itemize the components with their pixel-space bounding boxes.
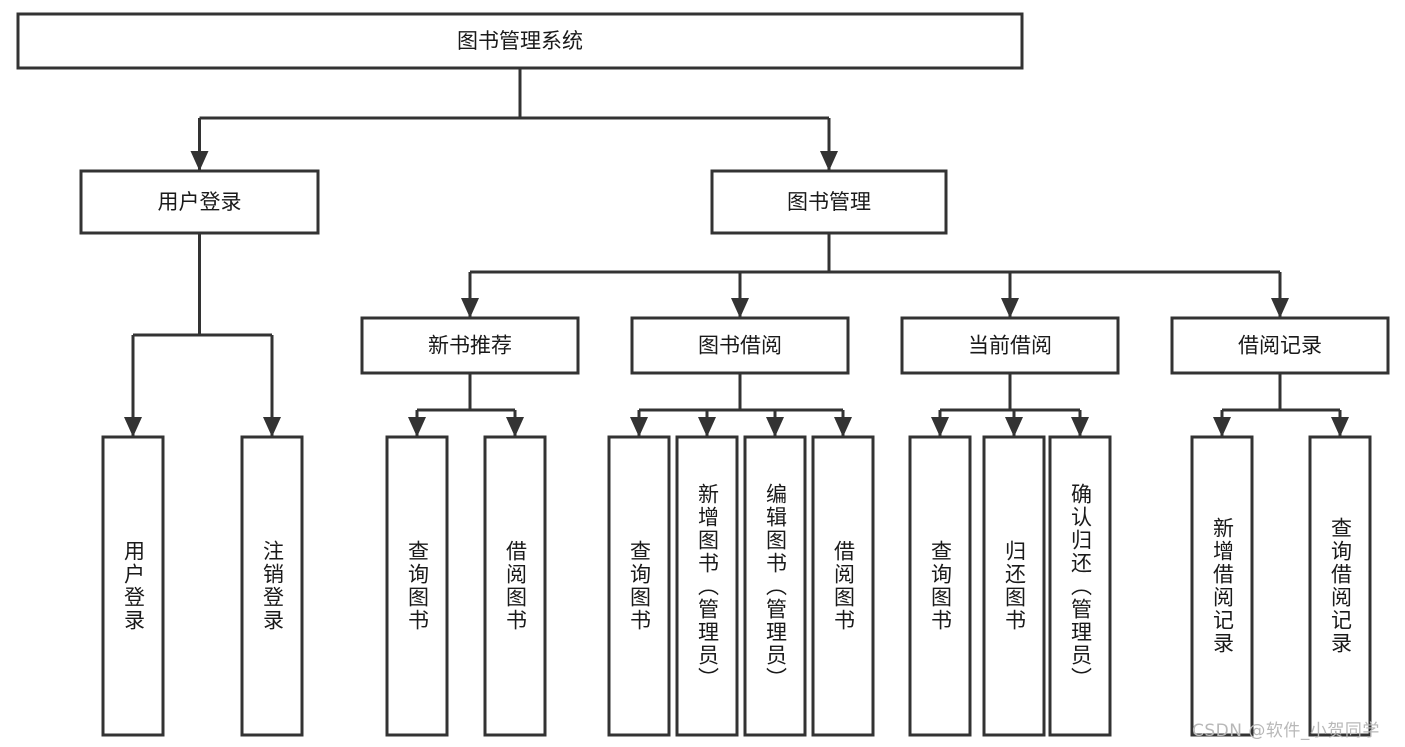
arrow-head-icon (698, 417, 716, 437)
node-box-leaf-query-record[interactable] (1308, 435, 1372, 737)
node-label-root: 图书管理系统 (457, 29, 583, 53)
csdn-watermark: CSDN @软件_小贺同学 (1192, 721, 1380, 741)
node-box-leaf-query-book-1[interactable] (385, 435, 449, 737)
arrow-head-icon (1005, 417, 1023, 437)
node-box-book-manage[interactable] (710, 169, 948, 235)
node-box-leaf-return-book[interactable] (982, 435, 1046, 737)
arrow-head-icon (461, 298, 479, 318)
arrow-head-icon (506, 417, 524, 437)
arrow-head-icon (931, 417, 949, 437)
node-label-book-borrow: 图书借阅 (698, 334, 782, 358)
node-label-current-borrow: 当前借阅 (968, 334, 1052, 358)
arrow-head-icon (1071, 417, 1089, 437)
arrow-head-icon (263, 417, 281, 437)
arrow-head-icon (834, 417, 852, 437)
node-box-borrow-record[interactable] (1170, 316, 1390, 375)
node-box-leaf-query-book-2[interactable] (607, 435, 671, 737)
node-label-user-login: 用户登录 (158, 190, 242, 214)
node-label-book-manage: 图书管理 (787, 190, 871, 214)
node-box-leaf-user-login[interactable] (101, 435, 165, 737)
node-box-user-login[interactable] (79, 169, 320, 235)
node-box-leaf-confirm-return[interactable] (1048, 435, 1112, 737)
arrow-head-icon (820, 151, 838, 171)
arrow-head-icon (124, 417, 142, 437)
node-box-leaf-logout[interactable] (240, 435, 304, 737)
arrow-head-icon (1213, 417, 1231, 437)
node-label-new-book-rec: 新书推荐 (428, 334, 512, 358)
node-box-leaf-edit-book[interactable] (743, 435, 807, 737)
node-box-leaf-add-book[interactable] (675, 435, 739, 737)
arrow-head-icon (1001, 298, 1019, 318)
node-box-current-borrow[interactable] (900, 316, 1120, 375)
arrow-head-icon (408, 417, 426, 437)
node-box-leaf-borrow-book-1[interactable] (483, 435, 547, 737)
arrow-head-icon (731, 298, 749, 318)
node-box-leaf-borrow-book-2[interactable] (811, 435, 875, 737)
node-box-leaf-query-book-3[interactable] (908, 435, 972, 737)
arrow-head-icon (190, 151, 209, 171)
nodes-layer (16, 12, 1390, 737)
node-label-borrow-record: 借阅记录 (1238, 334, 1322, 358)
node-box-book-borrow[interactable] (630, 316, 850, 375)
node-box-new-book-rec[interactable] (360, 316, 580, 375)
arrow-head-icon (766, 417, 784, 437)
node-box-root[interactable] (16, 12, 1024, 70)
arrow-head-icon (630, 417, 648, 437)
arrow-head-icon (1271, 298, 1289, 318)
connectors-layer (124, 68, 1349, 437)
node-box-leaf-add-record[interactable] (1190, 435, 1254, 737)
arrow-head-icon (1331, 417, 1349, 437)
